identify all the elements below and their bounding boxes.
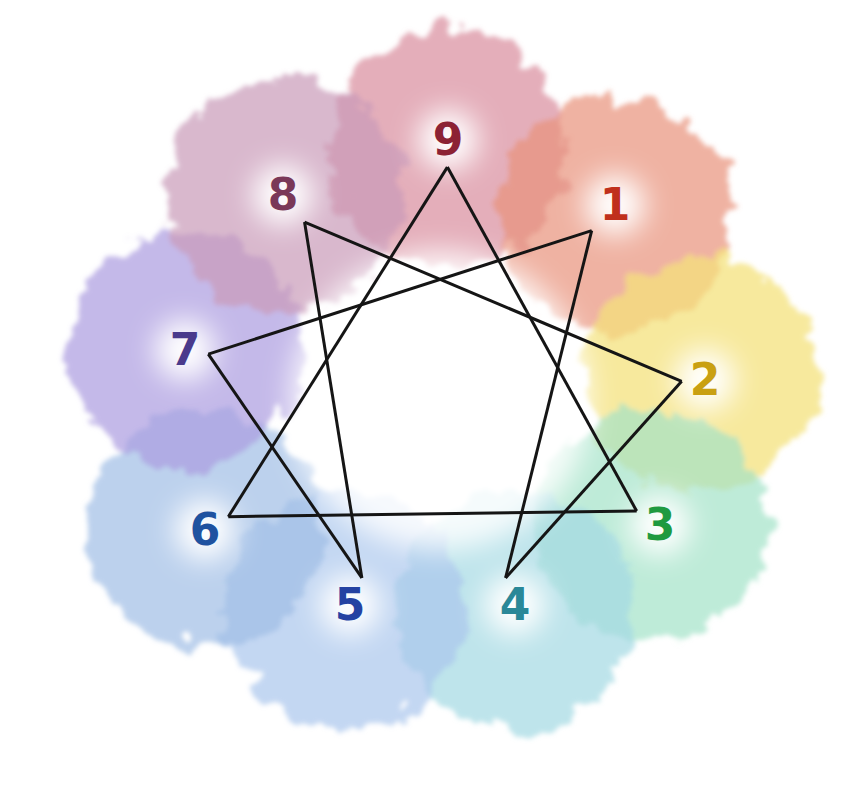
type-number: 3 <box>637 498 684 552</box>
spot <box>485 575 545 635</box>
spot <box>155 320 215 380</box>
type-number-label: 4 <box>500 582 531 628</box>
spot <box>585 175 645 235</box>
spot <box>253 165 313 225</box>
spot <box>675 350 735 410</box>
enneagram-line <box>228 167 447 517</box>
spot <box>418 110 478 170</box>
enneagram-line <box>305 222 362 578</box>
white-spots <box>155 110 735 635</box>
type-number-label: 8 <box>268 172 299 218</box>
type-number: 8 <box>260 168 307 222</box>
color-blobs <box>67 30 818 730</box>
enneagram-line <box>506 381 682 578</box>
spot <box>630 495 690 555</box>
type-number: 1 <box>592 178 639 232</box>
enneagram-line <box>305 222 682 381</box>
type-number: 7 <box>162 323 209 377</box>
type-number-label: 1 <box>600 182 631 228</box>
enneagram-line <box>208 231 591 354</box>
type-number: 2 <box>682 353 729 407</box>
enneagram-line <box>447 167 636 511</box>
enneagram-line <box>208 354 362 578</box>
type-number-label: 7 <box>170 327 201 373</box>
type-number: 6 <box>182 503 229 557</box>
type-number: 4 <box>492 578 539 632</box>
spot <box>175 500 235 560</box>
center-spot <box>290 250 590 550</box>
enneagram-line <box>228 511 636 517</box>
type-number-label: 9 <box>433 117 464 163</box>
type-number-label: 3 <box>645 502 676 548</box>
type-number-label: 2 <box>690 357 721 403</box>
type-number: 9 <box>425 113 472 167</box>
type-number-label: 6 <box>190 507 221 553</box>
enneagram-line <box>506 231 592 578</box>
type-number: 5 <box>327 578 374 632</box>
type-number-label: 5 <box>335 582 366 628</box>
spot <box>320 575 380 635</box>
